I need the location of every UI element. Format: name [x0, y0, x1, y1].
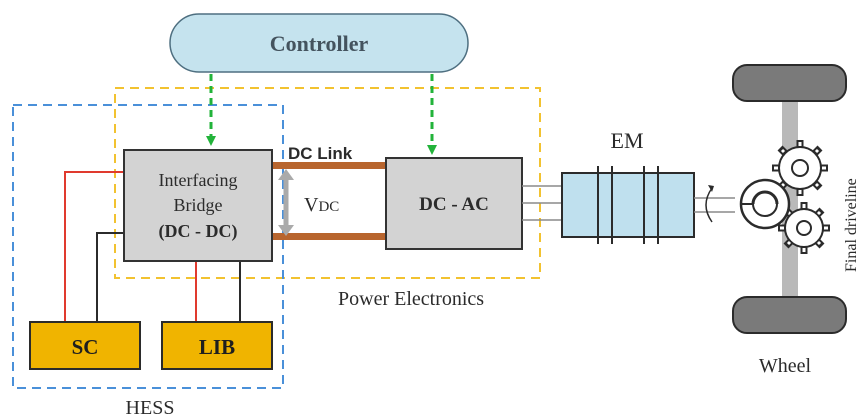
- sc-positive-wire: [64, 171, 124, 322]
- hess-label: HESS: [126, 397, 175, 419]
- controller-label: Controller: [270, 31, 369, 56]
- three-phase-lines: [522, 185, 562, 221]
- bridge-label-line2: Bridge: [174, 195, 223, 215]
- bridge-label-line1: Interfacing: [159, 170, 238, 190]
- dc-link-label: DC Link: [288, 144, 353, 163]
- rotation-arc-icon: [705, 187, 713, 223]
- final-driveline-label: Final driveline: [843, 178, 860, 272]
- wheel-label: Wheel: [759, 355, 812, 377]
- controller-block: [169, 13, 469, 73]
- machine-laminations: [597, 166, 659, 244]
- sc-label: SC: [72, 335, 99, 359]
- sc-negative-wire: [96, 232, 124, 322]
- power-electronics-boundary: [114, 87, 541, 279]
- wheel-top: [732, 64, 847, 102]
- vdc-subscript: DC: [318, 199, 339, 215]
- power-electronics-label: Power Electronics: [338, 288, 484, 310]
- sc-block: [29, 321, 141, 370]
- dc-link-bottom-bar: [272, 233, 388, 240]
- vdc-arrow: [278, 169, 294, 236]
- lib-block: [161, 321, 273, 370]
- dc-link-top-bar: [272, 162, 388, 169]
- differential-icon: [739, 178, 791, 230]
- rotation-arrowhead-icon: [708, 185, 714, 192]
- lib-label: LIB: [199, 335, 235, 359]
- drive-shaft: [694, 197, 735, 213]
- gear-icon: [772, 140, 828, 196]
- em-label: EM: [611, 128, 644, 153]
- hess-boundary: [12, 104, 284, 389]
- vdc-label: VDC: [304, 194, 339, 216]
- vdc-main: V: [304, 194, 319, 216]
- interfacing-bridge-block: [123, 149, 273, 262]
- gear-icon: [778, 202, 830, 254]
- bridge-label-line3: (DC - DC): [159, 221, 238, 242]
- inverter-block: [385, 157, 523, 250]
- electric-machine-block: [561, 172, 695, 238]
- wheel-bottom: [732, 296, 847, 334]
- inverter-label: DC - AC: [419, 194, 489, 215]
